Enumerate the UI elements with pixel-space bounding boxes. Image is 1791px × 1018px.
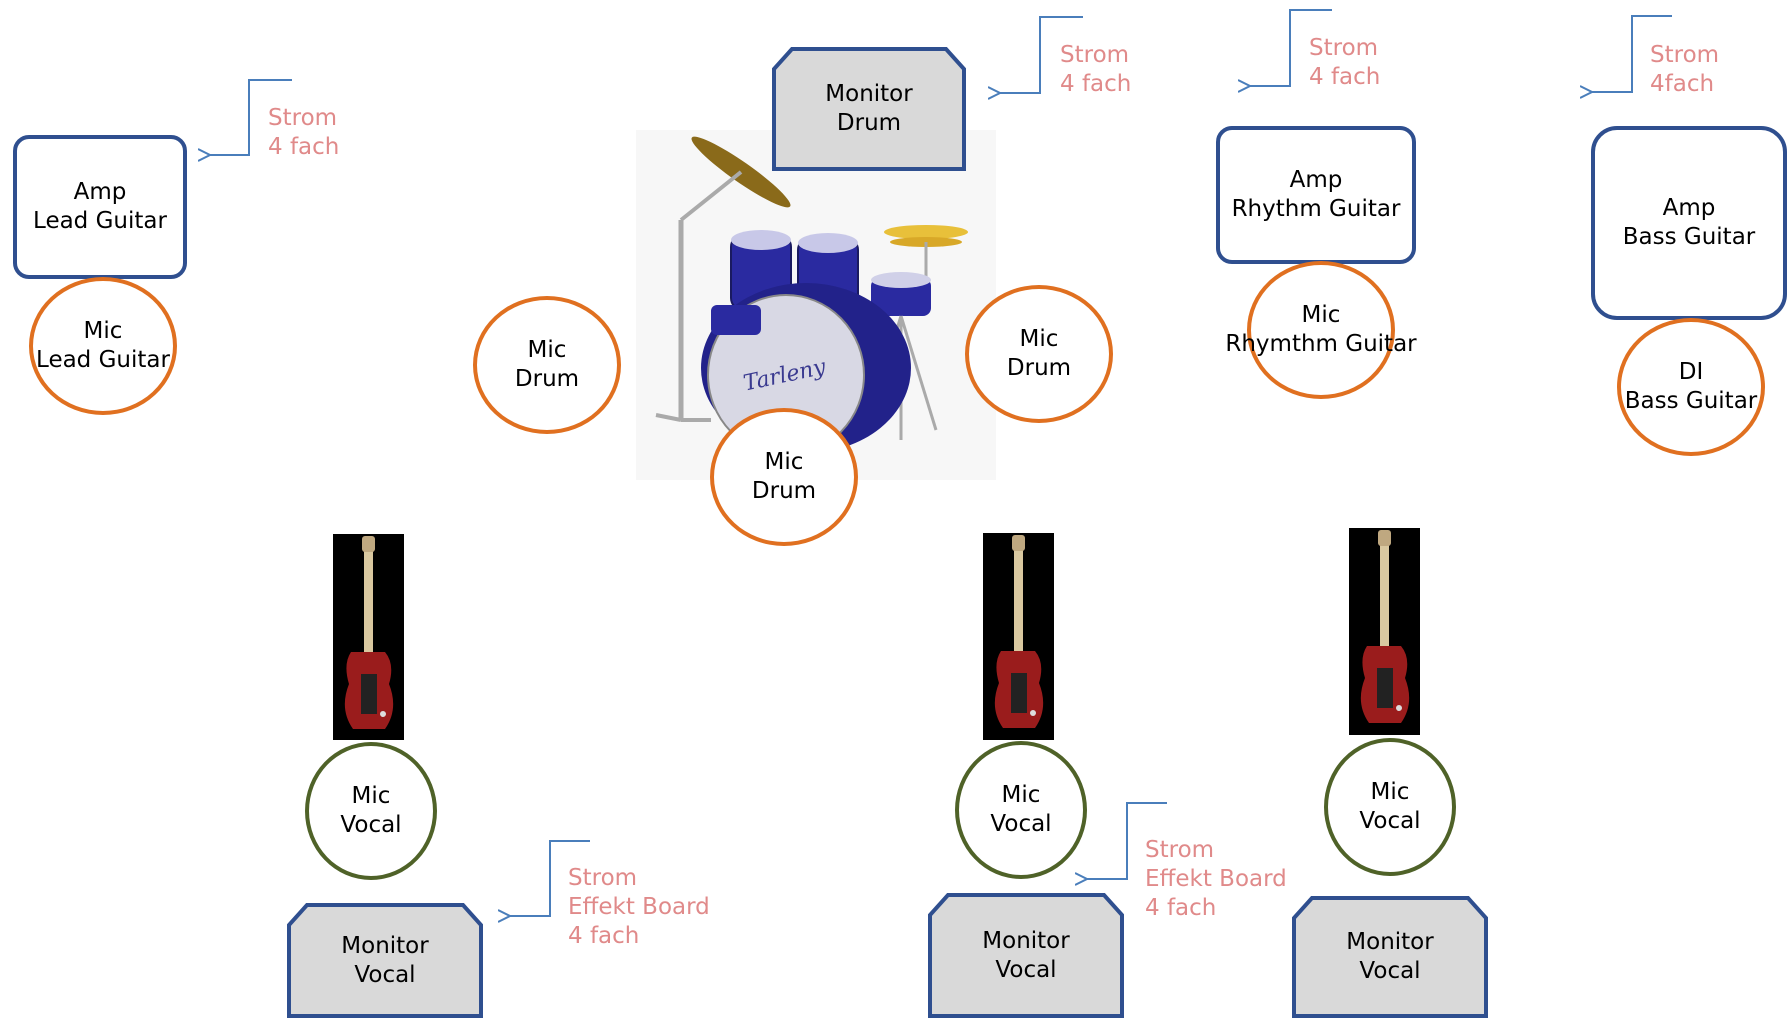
electric-guitar-image xyxy=(333,534,404,740)
drum-kit-image: Tarleny xyxy=(636,130,996,480)
electric-guitar-image xyxy=(1349,528,1420,735)
electric-guitar-image xyxy=(983,533,1054,740)
